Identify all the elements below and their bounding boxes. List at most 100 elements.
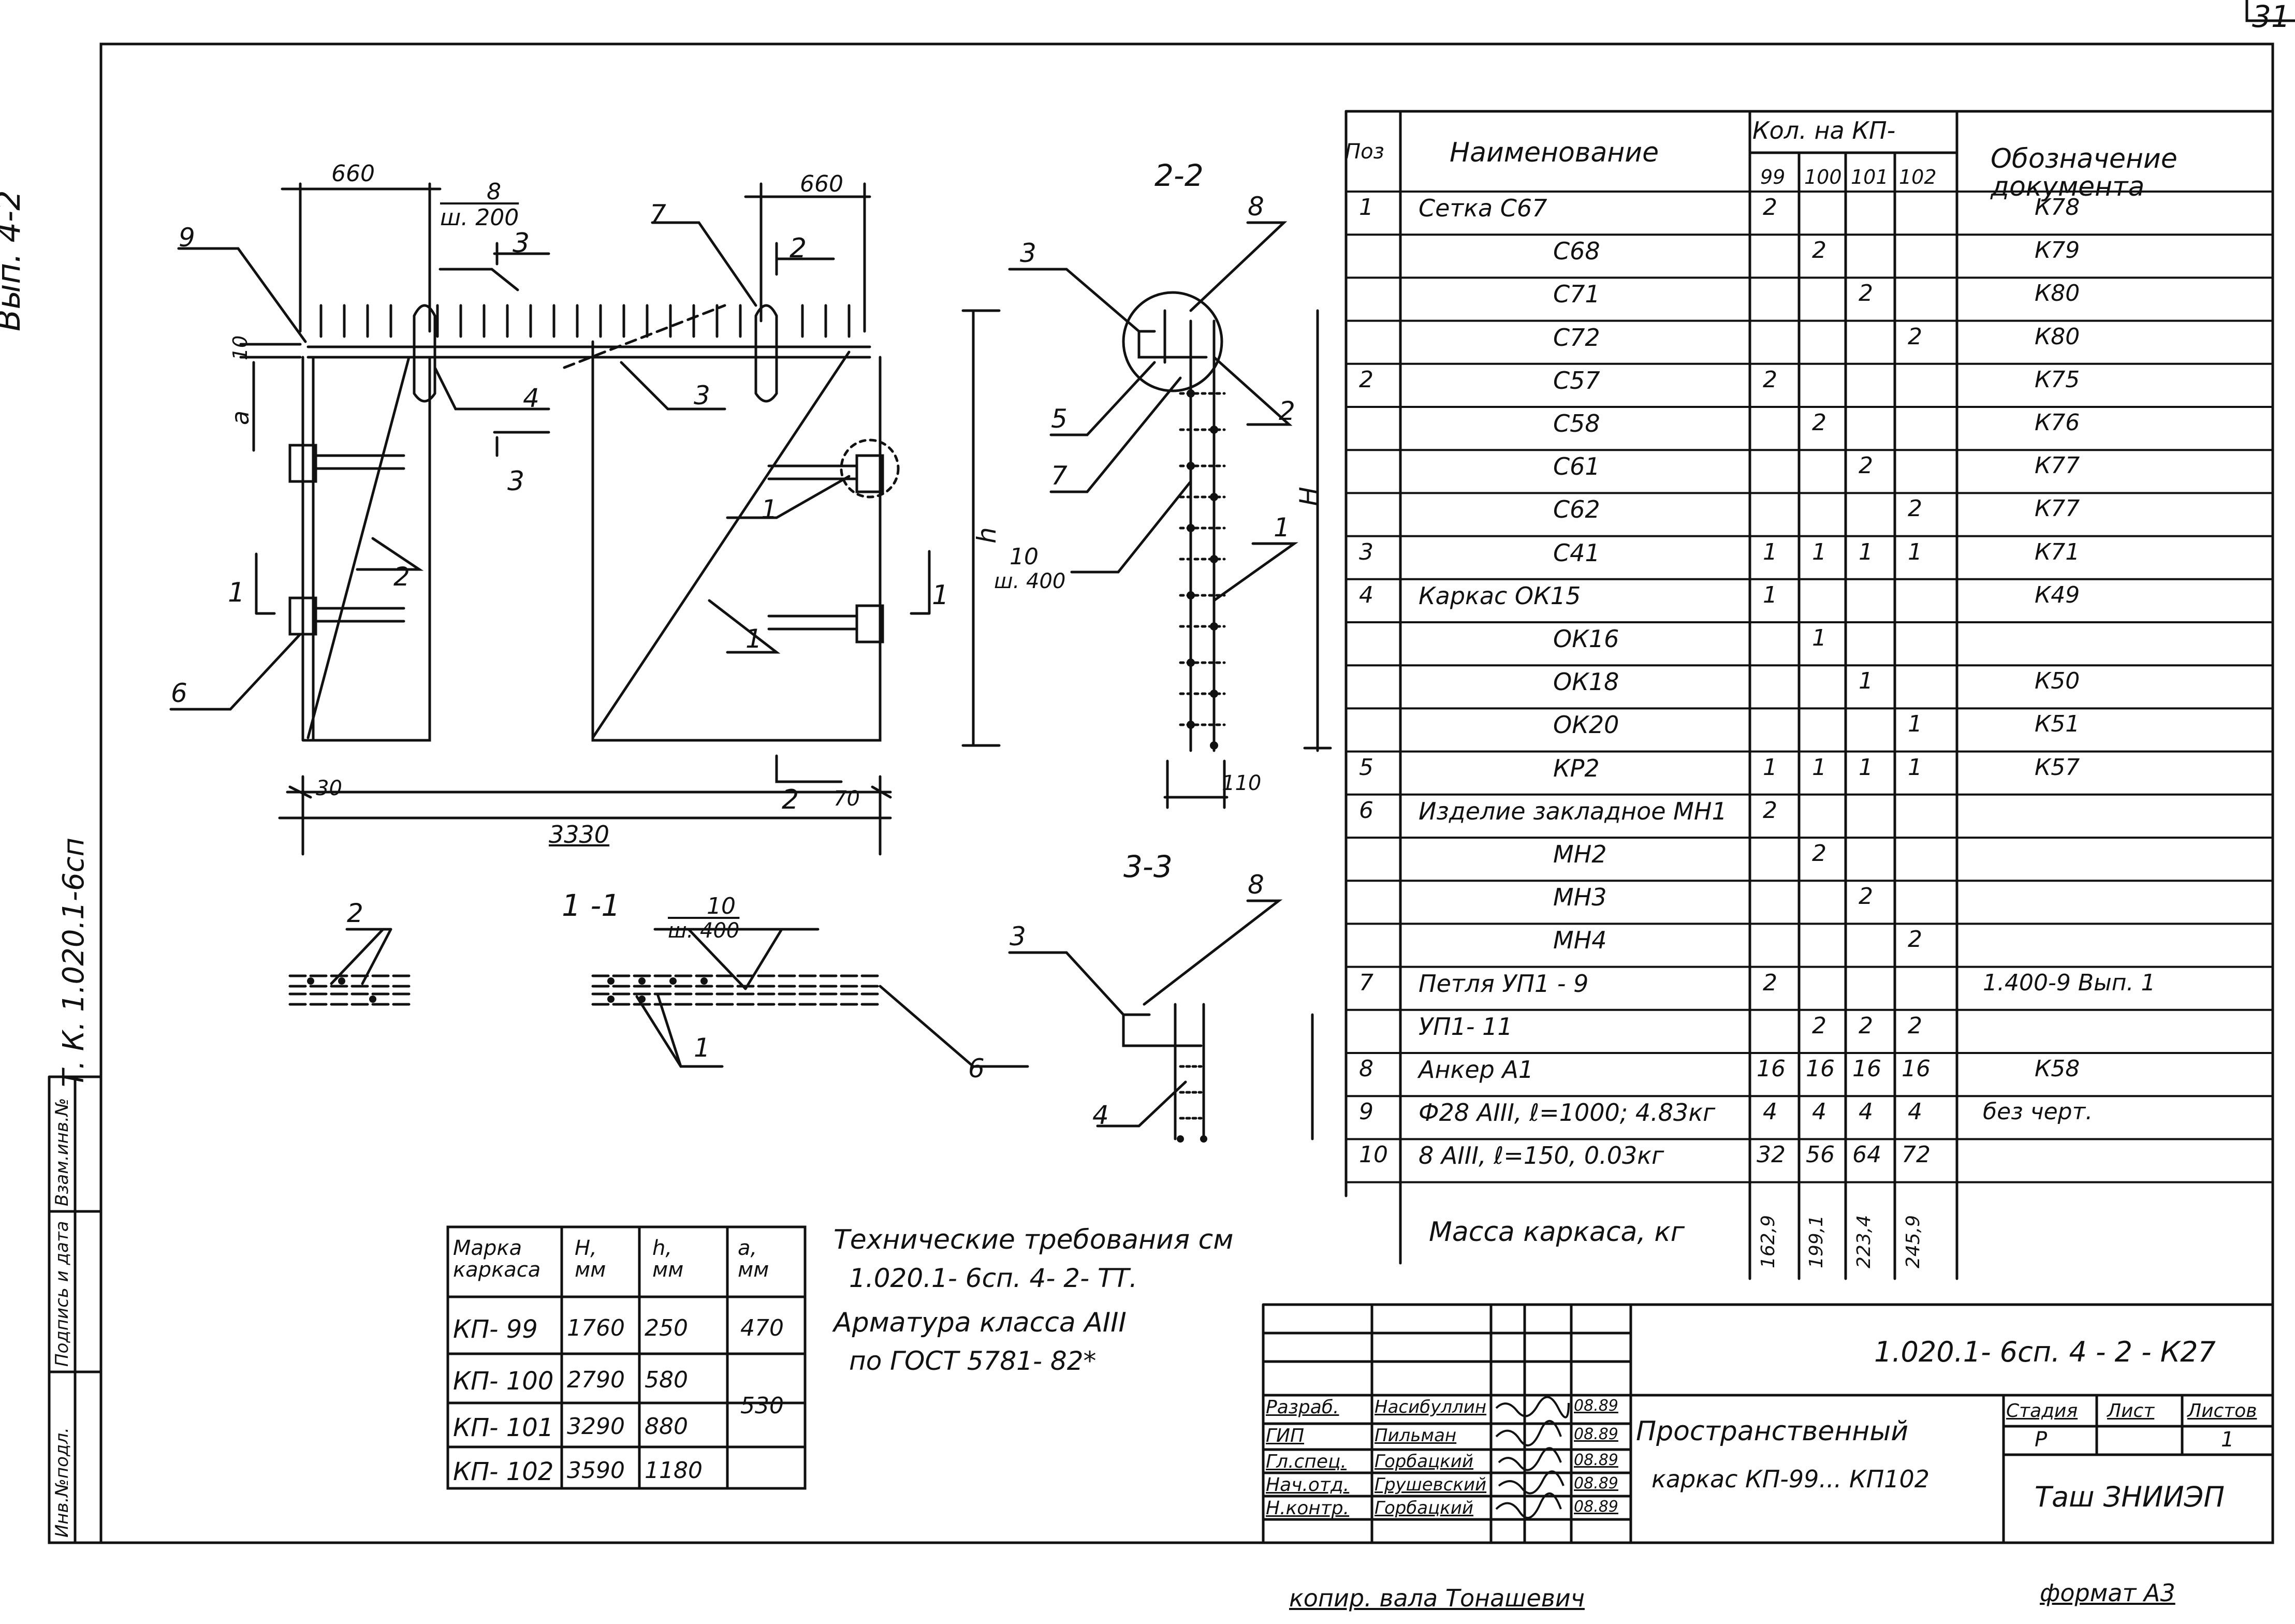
spec-row-doc: К58 xyxy=(2035,1056,2080,1082)
spec-row-name: С71 xyxy=(1553,280,1600,309)
step-400-a: ш. 400 xyxy=(994,569,1066,593)
stage-header: Стадия xyxy=(2006,1400,2078,1422)
spec-row-pos: 3 xyxy=(1359,538,1373,565)
spec-row-qty: 2 xyxy=(1908,1012,1922,1039)
spec-row-qty: 4 xyxy=(1859,1099,1873,1125)
marks-cell-mark: КП- 100 xyxy=(453,1367,554,1396)
note-line-4: по ГОСТ 5781- 82* xyxy=(849,1346,1097,1376)
spec-row-qty: 2 xyxy=(1859,280,1873,307)
dim-a: a xyxy=(226,410,255,426)
spec-row-qty: 1 xyxy=(1763,581,1777,608)
tb-role: Нач.отд. xyxy=(1266,1474,1350,1496)
spec-row-pos: 7 xyxy=(1359,969,1373,996)
spec-row-doc: К80 xyxy=(2035,280,2080,307)
section-3-3-title: 3-3 xyxy=(1123,849,1173,884)
marks-cell-h: 1180 xyxy=(645,1457,703,1484)
spec-row-qty: 2 xyxy=(1908,495,1922,522)
spec-row-doc: К76 xyxy=(2035,409,2080,436)
sheets-value: 1 xyxy=(2221,1428,2234,1452)
spec-row-name: Изделие закладное МН1 xyxy=(1419,797,1727,825)
spec-row-name: МН3 xyxy=(1553,883,1607,912)
section-2-2-title: 2-2 xyxy=(1154,158,1204,193)
marks-cell-h: 880 xyxy=(645,1413,688,1440)
section-3-bottom: 3 xyxy=(507,466,525,497)
title-line-2: каркас КП-99... КП102 xyxy=(1651,1465,1929,1493)
tb-role: ГИП xyxy=(1266,1425,1305,1446)
spec-row-qty: 32 xyxy=(1757,1142,1786,1168)
marks-cell-H: 3290 xyxy=(567,1413,625,1440)
spec-row-qty: 2 xyxy=(1812,1012,1826,1039)
dim-30: 30 xyxy=(316,777,342,800)
spec-row-name: С68 xyxy=(1553,237,1600,266)
page-number-box xyxy=(2245,0,2295,22)
spec-row-qty: 2 xyxy=(1812,237,1826,264)
spec-row-doc: К80 xyxy=(2035,323,2080,350)
spec-row-qty: 72 xyxy=(1902,1142,1931,1168)
spec-row-doc: К71 xyxy=(2035,538,2080,565)
v22-callout-1: 1 xyxy=(1274,513,1290,543)
tb-name: Горбацкий xyxy=(1375,1451,1474,1472)
tb-role: Разраб. xyxy=(1266,1397,1339,1418)
spec-row-name: Ф28 АIII, ℓ=1000; 4.83кг xyxy=(1419,1099,1716,1127)
spec-row-name: С61 xyxy=(1553,452,1600,481)
dim-70: 70 xyxy=(834,787,860,811)
marks-cell-h: 250 xyxy=(645,1315,688,1341)
spec-row-pos: 10 xyxy=(1359,1142,1388,1168)
tb-date: 08.89 xyxy=(1574,1425,1618,1443)
callout-9: 9 xyxy=(179,223,195,253)
spec-row-qty: 2 xyxy=(1763,366,1777,393)
v33-callout-3: 3 xyxy=(1010,921,1026,952)
spec-row-doc: без черт. xyxy=(1983,1099,2093,1125)
section-2-top: 2 xyxy=(790,233,807,264)
sheets-header: Листов xyxy=(2187,1400,2257,1422)
spec-row-doc: К77 xyxy=(2035,495,2080,522)
spec-row-name: С62 xyxy=(1553,495,1600,524)
spec-row-qty: 2 xyxy=(1859,883,1873,910)
marks-cell-H: 2790 xyxy=(567,1367,625,1393)
section-1-1-title: 1 -1 xyxy=(562,888,621,923)
spec-row-qty: 2 xyxy=(1859,452,1873,479)
callout-7: 7 xyxy=(650,199,666,229)
spec-row-qty: 1 xyxy=(1859,668,1873,695)
v22-callout-2: 2 xyxy=(1279,396,1295,426)
mass-101: 223,4 xyxy=(1853,1215,1875,1268)
spec-row-name: КР2 xyxy=(1553,754,1600,782)
spec-row-doc: К79 xyxy=(2035,237,2080,264)
dim-H: H xyxy=(1294,487,1324,506)
spec-row-doc: К75 xyxy=(2035,366,2080,393)
spec-row-pos: 8 xyxy=(1359,1056,1373,1082)
left-section-callout-2: 2 xyxy=(347,898,363,928)
spec-row-qty: 1 xyxy=(1908,754,1922,781)
spec-row-name: С58 xyxy=(1553,409,1600,437)
spec-row-qty: 2 xyxy=(1812,840,1826,867)
stamp-replace: Взам.инв.№ xyxy=(52,1098,72,1206)
marks-cell-h: 580 xyxy=(645,1367,688,1393)
spec-row-pos: 2 xyxy=(1359,366,1373,393)
spec-row-name: С57 xyxy=(1553,366,1600,394)
v33-callout-4: 4 xyxy=(1092,1100,1109,1130)
spec-header-doc: Обозначение документа xyxy=(1991,143,2177,202)
spec-row-name: Анкер А1 xyxy=(1419,1056,1534,1084)
v22-callout-3: 3 xyxy=(1020,238,1036,268)
spec-row-name: ОК16 xyxy=(1553,625,1619,653)
tb-date: 08.89 xyxy=(1574,1474,1618,1493)
mass-label: Масса каркаса, кг xyxy=(1429,1217,1685,1248)
stamp-sign: Подпись и дата xyxy=(52,1221,72,1367)
spec-row-qty: 4 xyxy=(1763,1099,1777,1125)
spec-row-name: Каркас ОК15 xyxy=(1419,581,1581,610)
sheet-header: Лист xyxy=(2107,1400,2155,1422)
copied-by: копир. вала Тонашевич xyxy=(1289,1584,1585,1612)
format-label: формат А3 xyxy=(2040,1579,2175,1607)
spec-row-qty: 2 xyxy=(1812,409,1826,436)
tb-name: Горбацкий xyxy=(1375,1498,1474,1518)
tb-name: Насибуллин xyxy=(1375,1397,1487,1417)
spec-col-99: 99 xyxy=(1760,166,1786,188)
doc-code: 1.020.1- 6сп. 4 - 2 - К27 xyxy=(1874,1336,2216,1368)
spec-row-pos: 4 xyxy=(1359,581,1373,608)
callout-1b: 1 xyxy=(761,494,778,524)
spec-header-qty: Кол. на КП- xyxy=(1752,116,1896,144)
marks-cell-H: 1760 xyxy=(567,1315,625,1341)
callout-3: 3 xyxy=(694,381,710,411)
stamp-grid xyxy=(48,1075,103,1544)
